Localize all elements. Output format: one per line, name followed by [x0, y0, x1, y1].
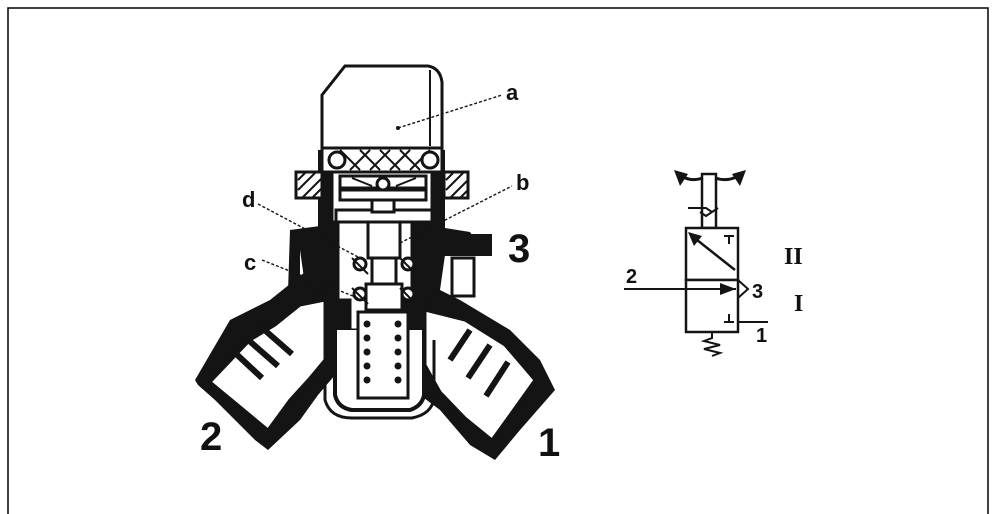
- leader-d: [257, 203, 361, 259]
- exhaust-flange-inner: [450, 256, 476, 298]
- spring-coils: [363, 320, 402, 384]
- detent-mark: [688, 207, 719, 218]
- leader-b: [399, 185, 513, 244]
- callout-leaders: [257, 94, 513, 299]
- port-2-bore: [207, 298, 327, 433]
- symbol-exhaust-triangle: [737, 279, 750, 299]
- rotate-arrow-left-head: [674, 170, 688, 186]
- rotate-arrow-right-head: [732, 170, 746, 186]
- exhaust-flange: [440, 234, 492, 256]
- port-2-thread: [229, 323, 294, 381]
- symbol-diagonal-flow: [691, 235, 736, 271]
- valve-symbol: [624, 170, 768, 357]
- spring-cup-outer: [323, 340, 436, 420]
- valve-cross-section: [195, 64, 555, 460]
- callout-d: d: [242, 187, 255, 212]
- frame-border: [7, 7, 989, 514]
- port-label-1: 1: [538, 421, 560, 465]
- symbol-flow-arrowhead: [720, 283, 736, 295]
- cam-disk: [334, 174, 434, 224]
- symbol-position-I: I: [794, 291, 803, 317]
- callout-a: a: [506, 80, 519, 105]
- leader-c: [261, 259, 359, 299]
- symbol-actuator-stem: [700, 172, 718, 230]
- symbol-return-spring: [700, 332, 724, 357]
- leader-a-dot: [396, 126, 400, 130]
- symbol-port-2: 2: [626, 266, 637, 288]
- port-label-2: 2: [200, 415, 222, 459]
- mount-nut-left: [294, 170, 324, 200]
- symbol-diagonal-arrowhead: [688, 232, 702, 246]
- port-1-thread: [447, 328, 511, 398]
- port-label-3: 3: [508, 227, 530, 271]
- o-rings: [351, 256, 417, 305]
- rotary-knob: [320, 64, 444, 150]
- knob-seal-band: [320, 146, 444, 174]
- symbol-blocked-port-upper: [724, 235, 734, 244]
- symbol-position-II: II: [784, 244, 803, 270]
- callout-b: b: [516, 170, 529, 195]
- mount-nut-right: [442, 170, 470, 200]
- symbol-port-3: 3: [752, 281, 763, 303]
- callout-c: c: [244, 250, 256, 275]
- symbol-port-1: 1: [756, 325, 767, 347]
- leader-a: [397, 94, 503, 129]
- valve-plunger: [364, 220, 404, 312]
- housing-left-lug: [288, 226, 322, 292]
- symbol-blocked-port-lower: [724, 314, 768, 323]
